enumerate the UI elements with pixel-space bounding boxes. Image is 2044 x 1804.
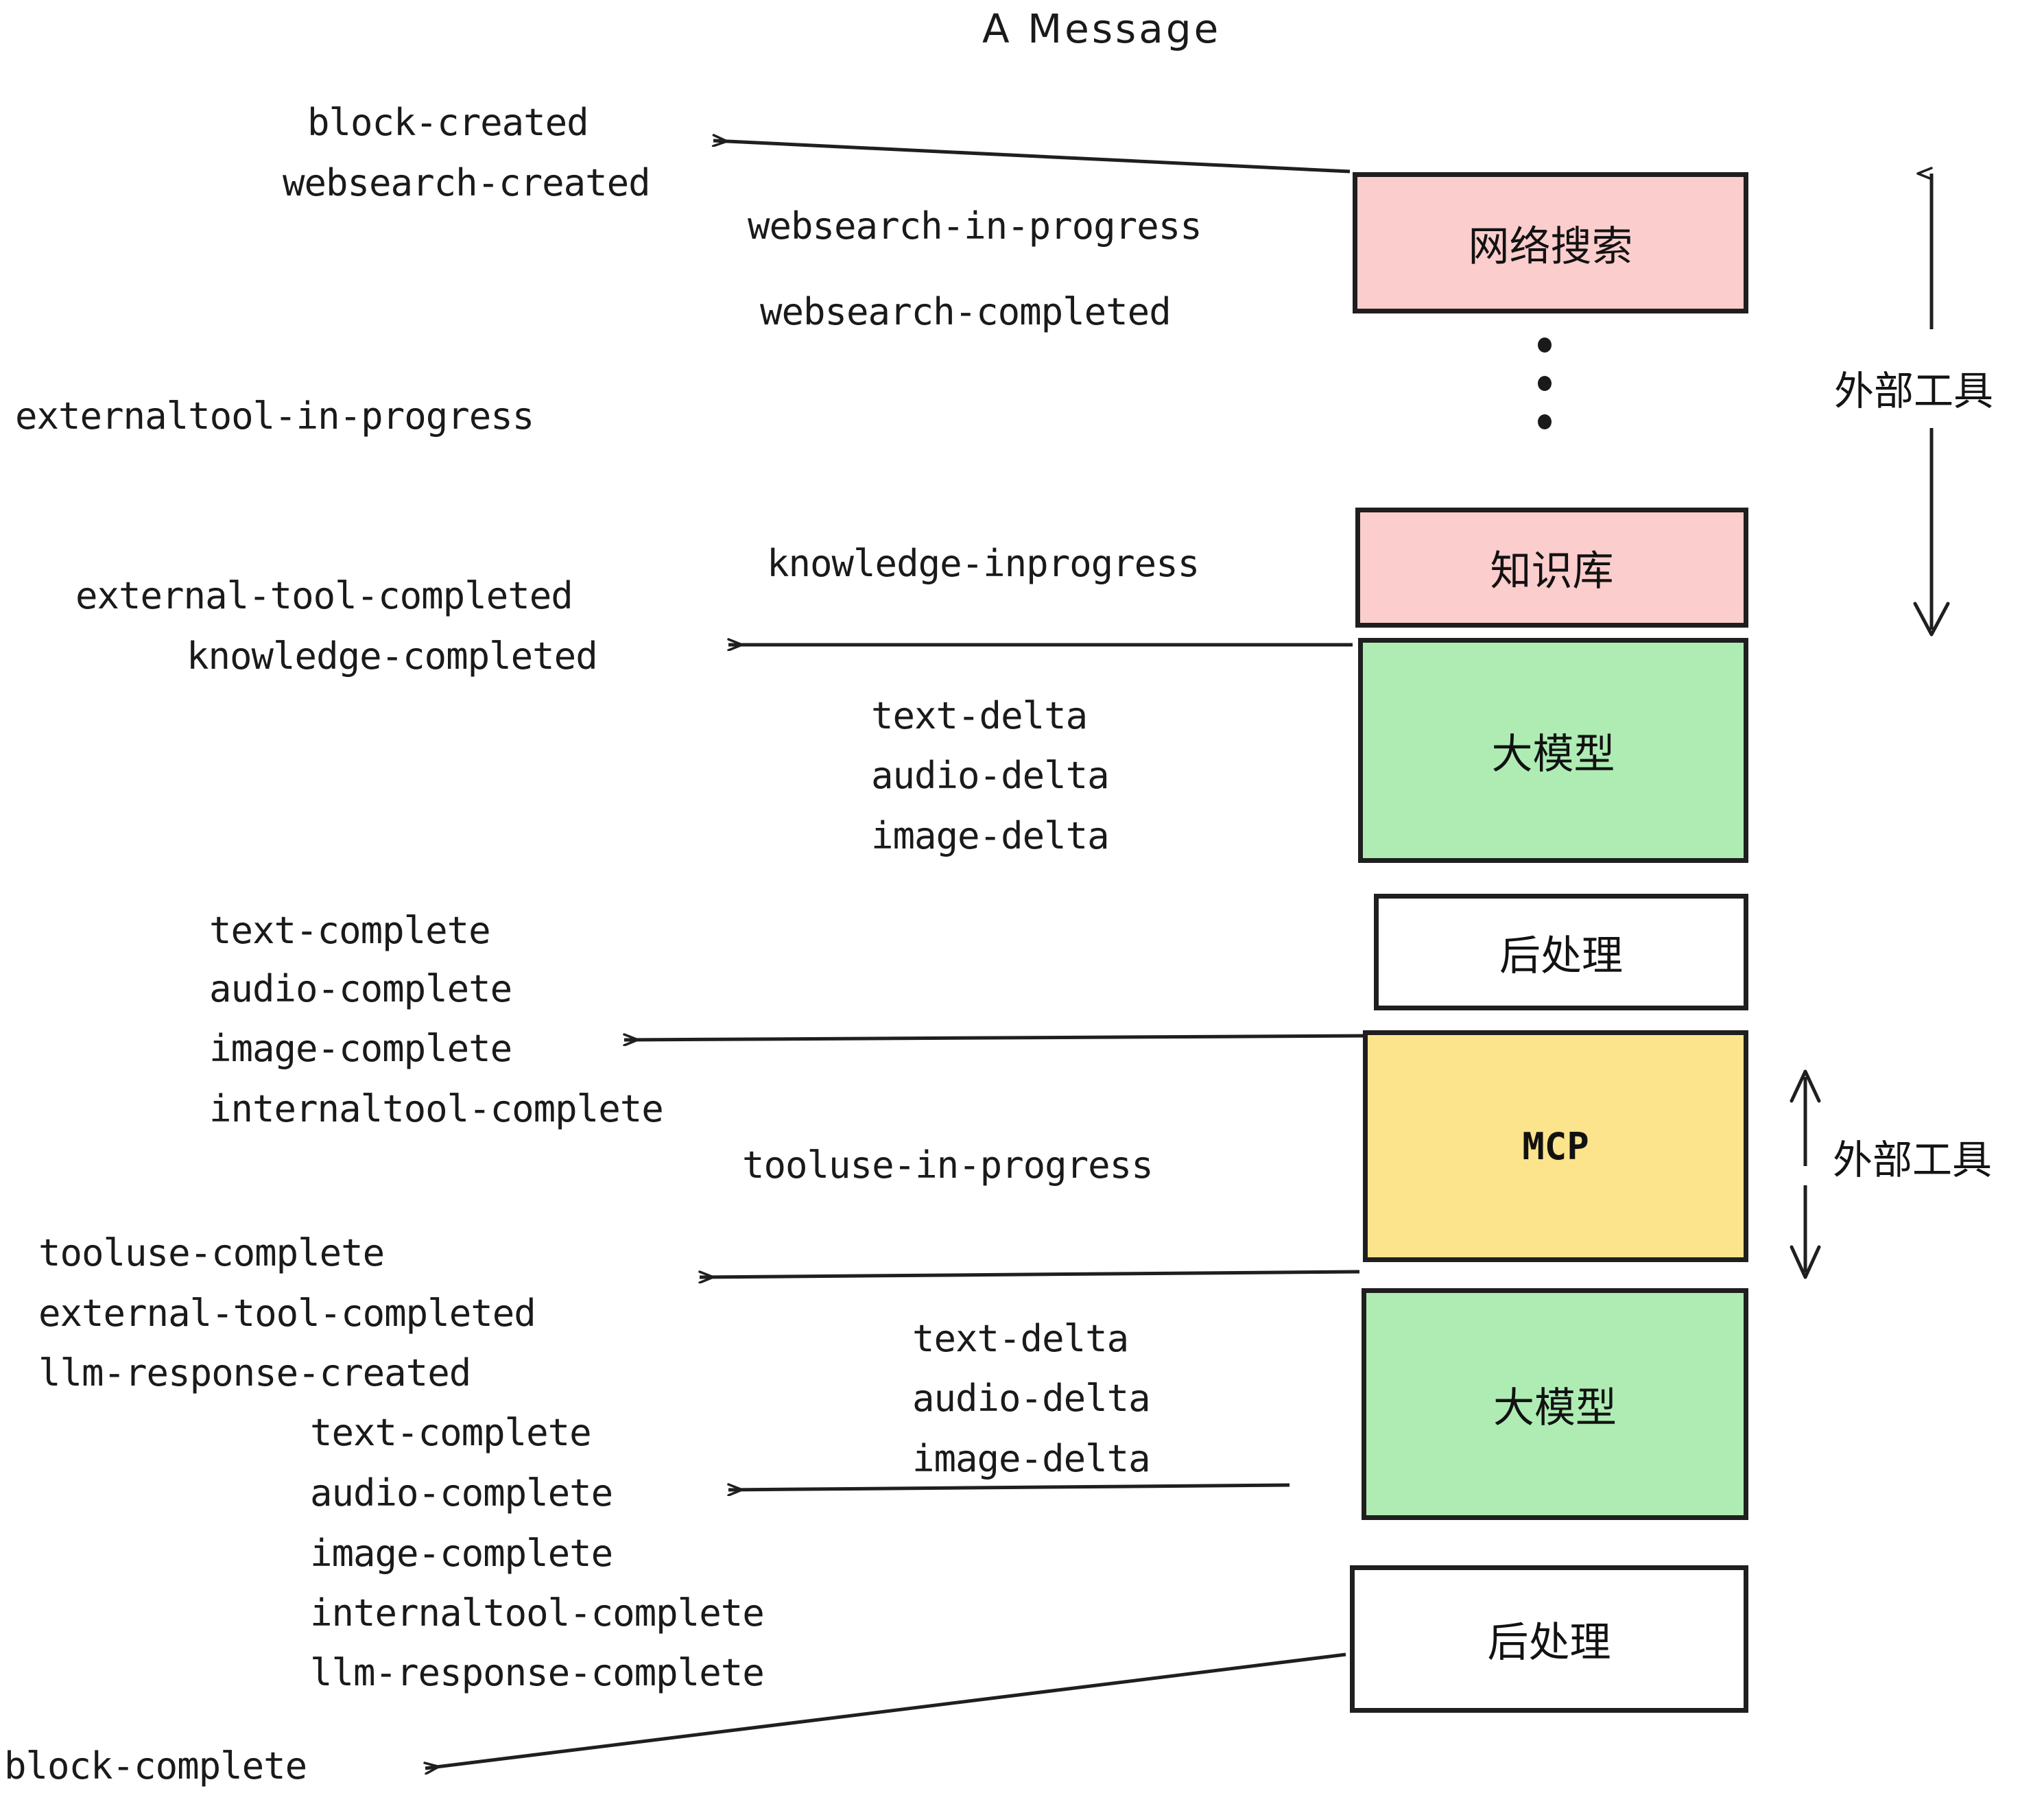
- event-websearch-completed: websearch-completed: [760, 290, 1172, 333]
- event-tooluse-in-progress: tooluse-in-progress: [742, 1143, 1154, 1187]
- event-block-complete: block-complete: [4, 1744, 307, 1788]
- label-external-tools-top: 外部工具: [1834, 368, 1994, 414]
- event-internaltool-complete-2: internaltool-complete: [310, 1591, 765, 1635]
- event-image-complete-2: image-complete: [310, 1532, 613, 1575]
- dot-1: [1538, 337, 1552, 353]
- event-knowledge-inprogress: knowledge-inprogress: [767, 542, 1200, 585]
- event-audio-complete-1: audio-complete: [209, 967, 512, 1010]
- label-external-tools-bottom: 外部工具: [1833, 1137, 1993, 1183]
- event-image-delta-2: image-delta: [912, 1437, 1151, 1480]
- diagram-title: A Message: [982, 5, 1222, 52]
- event-llm-response-created: llm-response-created: [38, 1351, 471, 1394]
- event-internaltool-complete-1: internaltool-complete: [209, 1087, 664, 1130]
- box-mcp[interactable]: MCP: [1363, 1030, 1748, 1262]
- arrow-block-created: [713, 141, 1351, 174]
- dot-2: [1538, 376, 1552, 391]
- box-postprocess-2[interactable]: 后处理: [1350, 1565, 1748, 1713]
- event-block-created: block-created: [307, 101, 589, 144]
- event-llm-response-complete: llm-response-complete: [310, 1651, 765, 1694]
- event-externaltool-in-progress: externaltool-in-progress: [15, 394, 534, 438]
- event-text-complete-1: text-complete: [209, 909, 491, 952]
- event-image-delta-1: image-delta: [871, 814, 1110, 857]
- event-websearch-in-progress: websearch-in-progress: [748, 204, 1202, 248]
- event-text-delta-2: text-delta: [912, 1317, 1129, 1360]
- event-audio-delta-2: audio-delta: [912, 1377, 1151, 1420]
- event-audio-delta-1: audio-delta: [871, 754, 1110, 797]
- event-audio-complete-2: audio-complete: [310, 1471, 613, 1515]
- event-external-tool-completed-1: external-tool-completed: [75, 574, 573, 617]
- box-websearch[interactable]: 网络搜索: [1353, 172, 1748, 313]
- box-knowledge[interactable]: 知识库: [1355, 508, 1748, 628]
- event-text-delta-1: text-delta: [871, 694, 1088, 737]
- arrow-image-complete-1: [624, 1036, 1370, 1040]
- event-image-complete-1: image-complete: [209, 1027, 512, 1070]
- box-postprocess-1[interactable]: 后处理: [1374, 894, 1748, 1010]
- box-llm-2[interactable]: 大模型: [1362, 1288, 1748, 1520]
- event-tooluse-complete: tooluse-complete: [38, 1231, 385, 1274]
- ellipsis-dots: [1538, 337, 1552, 453]
- event-external-tool-completed-2: external-tool-completed: [38, 1292, 536, 1335]
- event-text-complete-2: text-complete: [310, 1411, 592, 1454]
- arrow-tooluse-complete: [700, 1270, 1360, 1277]
- arrow-audio-complete-2: [728, 1485, 1290, 1490]
- event-knowledge-completed: knowledge-completed: [187, 634, 598, 678]
- dot-3: [1538, 414, 1552, 429]
- event-websearch-created: websearch-created: [283, 161, 651, 204]
- box-llm-1[interactable]: 大模型: [1358, 638, 1748, 863]
